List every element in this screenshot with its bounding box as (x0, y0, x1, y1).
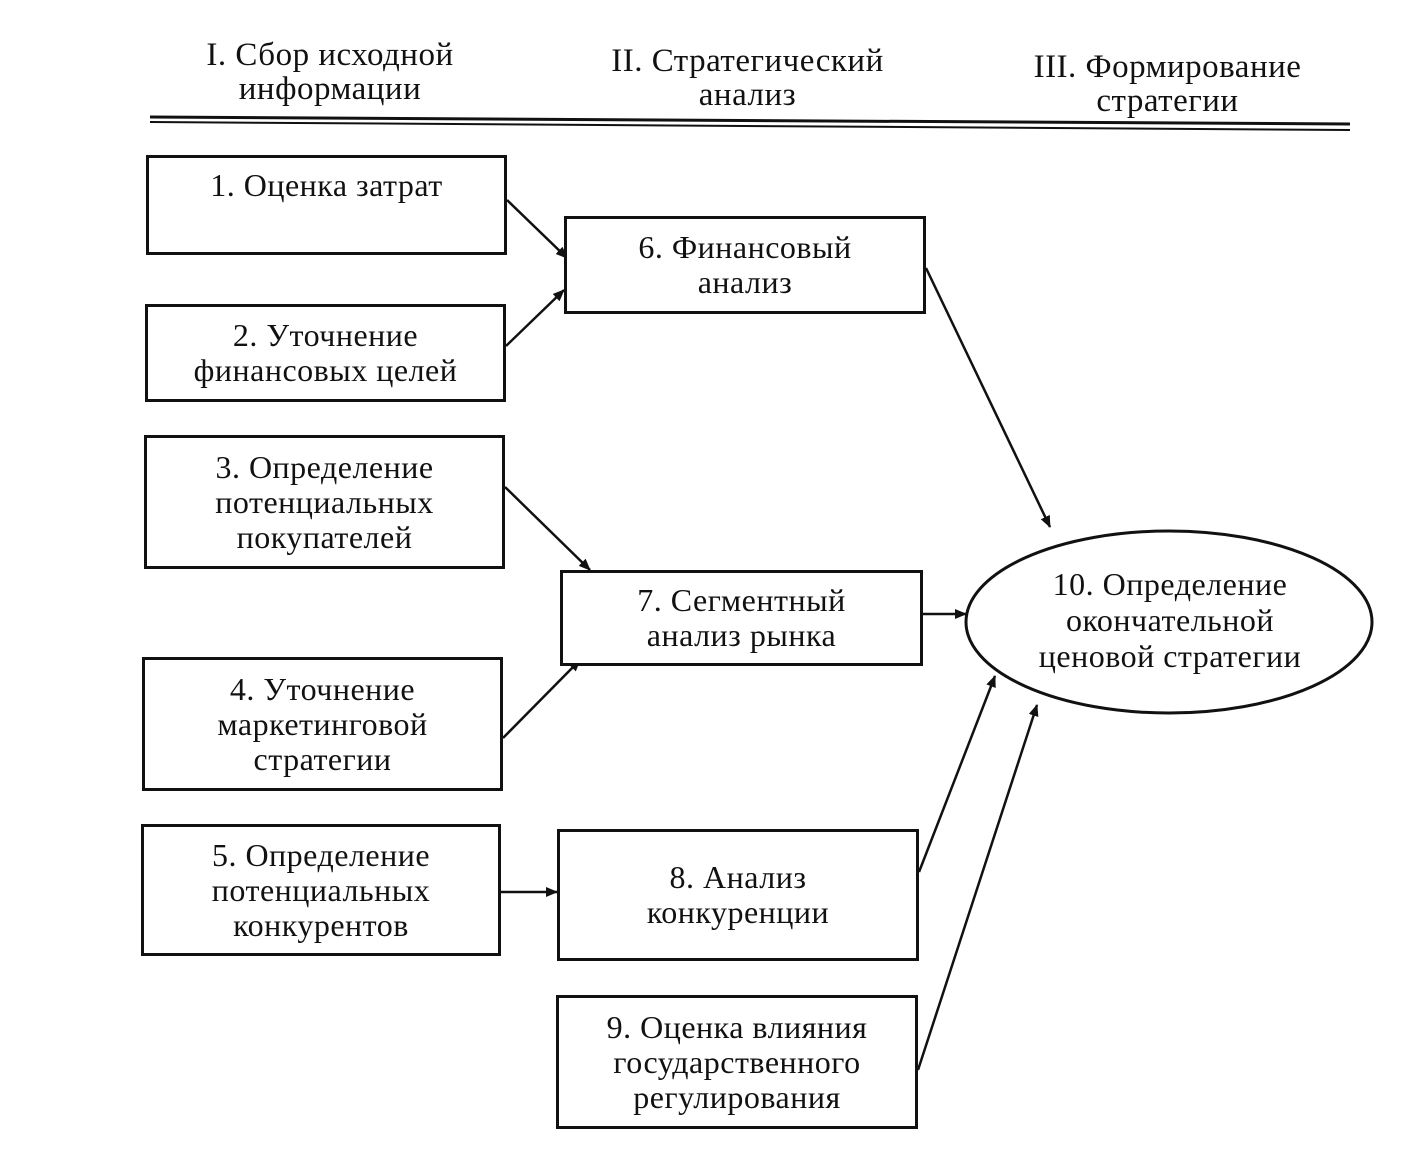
node-5-potential-competitors: 5. Определение потенциальных конкурентов (141, 824, 501, 956)
node-2-financial-goals: 2. Уточнение финансовых целей (145, 304, 506, 402)
stage-1-header: I. Сбор исходной информации (206, 37, 454, 107)
node-10-final-price-strategy: 10. Определение окончательной ценовой ст… (1038, 566, 1302, 674)
stage-3-header: III. Формирование стратегии (1033, 49, 1302, 119)
header-rule-lower (149, 121, 1351, 131)
node-10-ellipse-shape (964, 529, 1374, 715)
arrow-n9-to-n10 (916, 704, 1039, 1071)
arrow-n3-to-n7 (504, 486, 591, 571)
arrow-n6-to-n10 (924, 267, 1052, 528)
node-9-state-regulation: 9. Оценка влияния государственного регул… (556, 995, 918, 1129)
node-7-segment-analysis: 7. Сегментный анализ рынка (560, 570, 923, 666)
arrow-n2-to-n6 (505, 289, 565, 347)
node-1-cost-estimation: 1. Оценка затрат (146, 155, 507, 255)
arrow-n8-to-n10 (917, 675, 997, 873)
node-3-potential-buyers: 3. Определение потенциальных покупателей (144, 435, 505, 569)
stage-2-header: II. Стратегический анализ (611, 43, 884, 113)
node-6-financial-analysis: 6. Финансовый анализ (564, 216, 926, 314)
arrow-n1-to-n6 (506, 199, 568, 259)
edges-group (501, 199, 1052, 1071)
arrow-n4-to-n7 (502, 659, 581, 739)
node-4-marketing-strategy: 4. Уточнение маркетинговой стратегии (142, 657, 503, 791)
header-rule-upper (149, 115, 1351, 126)
node-8-competition-analysis: 8. Анализ конкуренции (557, 829, 919, 961)
